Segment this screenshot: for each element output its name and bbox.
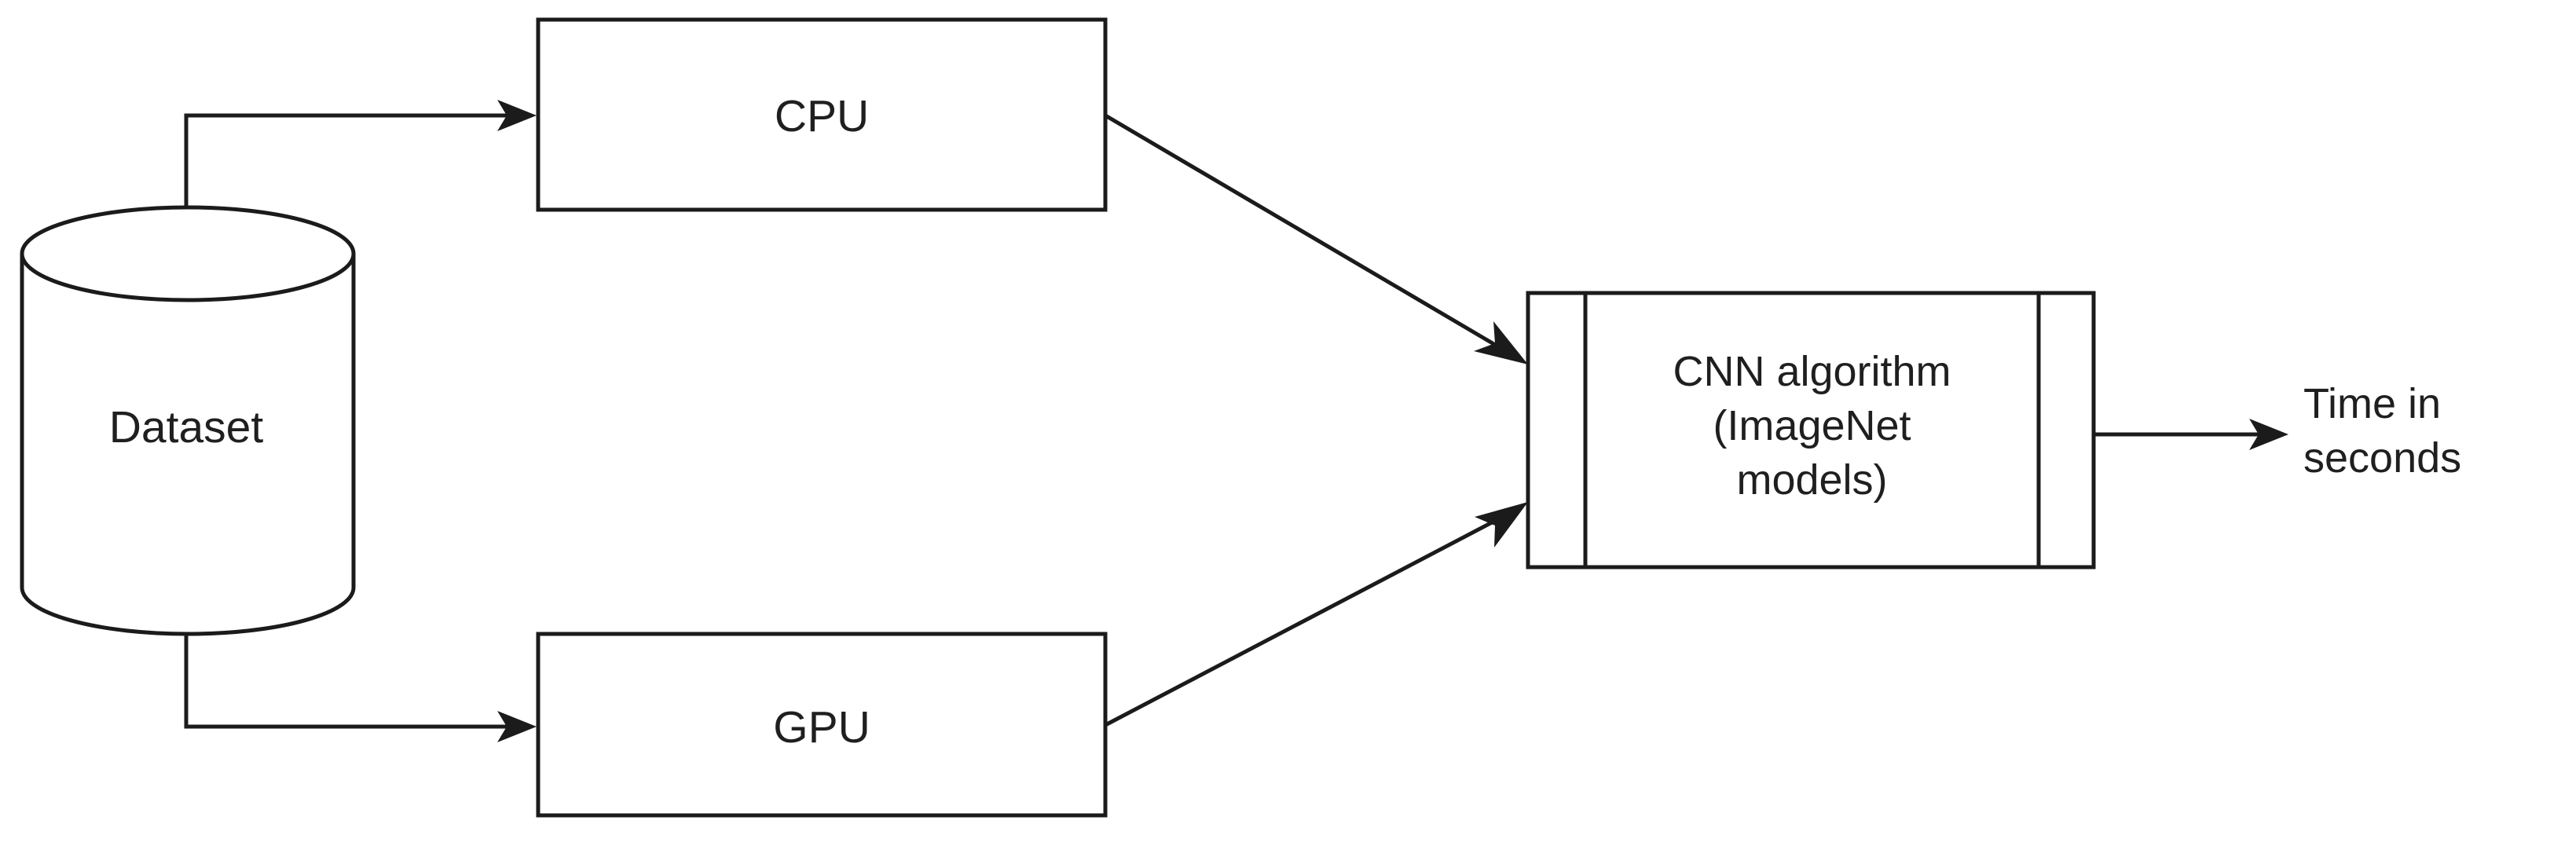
edge-dataset-to-gpu (184, 632, 537, 742)
cnn-label: CNN algorithm (ImageNet models) (1673, 348, 1951, 504)
edge-cnn-to-output-arrowhead (2249, 419, 2288, 450)
node-dataset[interactable] (20, 205, 356, 636)
node-cpu[interactable] (536, 17, 1108, 212)
edge-gpu-to-cnn-arrowhead (1475, 502, 1528, 548)
edge-dataset-to-cpu-line (184, 113, 518, 209)
edge-cpu-to-cnn-line (1104, 113, 1498, 348)
dataset-cylinder-top (20, 205, 356, 302)
node-cnn[interactable] (1526, 291, 2096, 569)
cpu-label: CPU (774, 91, 870, 141)
dataset-label: Dataset (108, 402, 264, 452)
dataset-cylinder-body (20, 254, 356, 636)
output-label: Time in seconds (2303, 380, 2462, 482)
gpu-box (536, 632, 1108, 818)
edge-cpu-to-cnn (1104, 113, 1528, 364)
edge-dataset-to-gpu-arrowhead (497, 711, 537, 742)
edge-gpu-to-cnn-line (1104, 518, 1498, 727)
edge-cnn-to-output (2094, 419, 2288, 450)
node-gpu[interactable] (536, 632, 1108, 818)
cpu-box (536, 17, 1108, 212)
cnn-box-outer (1526, 291, 2096, 569)
edge-gpu-to-cnn (1104, 502, 1528, 727)
edge-cpu-to-cnn-arrowhead (1474, 321, 1528, 364)
edge-dataset-to-cpu-arrowhead (497, 100, 537, 131)
edge-dataset-to-cpu (184, 100, 537, 209)
edge-dataset-to-gpu-line (184, 632, 518, 729)
gpu-label: GPU (773, 702, 870, 753)
